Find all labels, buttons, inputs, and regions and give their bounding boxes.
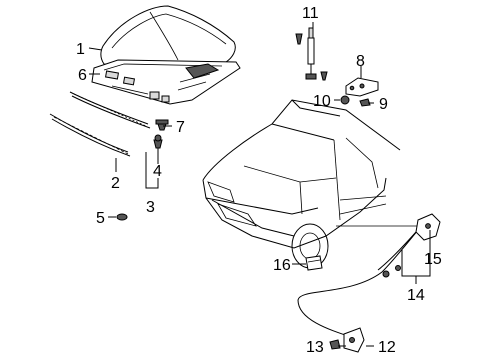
hood-rear-seal [49,113,131,157]
vehicle-body [202,99,401,269]
clip-7 [155,119,169,131]
callout-11: 11 [302,5,319,22]
bolt-13 [329,339,341,350]
callout-14: 14 [407,287,425,304]
callout-7: 7 [176,119,185,136]
hood-lock [343,327,365,353]
callout-16: 16 [273,257,291,274]
leader-lines [88,22,431,347]
callout-6: 6 [78,67,87,84]
callout-1: 1 [76,41,85,58]
bracket-16 [305,255,323,271]
hood-hinge [345,77,379,97]
screw-5 [116,213,128,221]
callout-2: 2 [111,175,120,192]
callout-12: 12 [378,339,396,356]
nut-10 [340,95,350,105]
callout-5: 5 [96,210,105,227]
callout-13: 13 [306,339,324,356]
release-handle [415,213,441,241]
release-clip-14 [382,265,401,278]
hood-insulator [91,59,241,105]
hood-front-seal [69,91,151,129]
hood-panel [100,5,236,71]
callout-15: 15 [424,251,442,268]
callout-10: 10 [313,93,331,110]
callout-4: 4 [153,163,162,180]
callout-labels: 1 6 2 7 4 3 5 11 8 10 9 16 15 14 13 12 [76,5,442,356]
hood-support-rod [295,27,328,81]
callout-8: 8 [356,53,365,70]
clip-4 [153,134,163,149]
callout-3: 3 [146,199,155,216]
hood-release-cable [297,225,420,339]
callout-9: 9 [379,96,388,113]
bolt-9 [359,98,371,107]
